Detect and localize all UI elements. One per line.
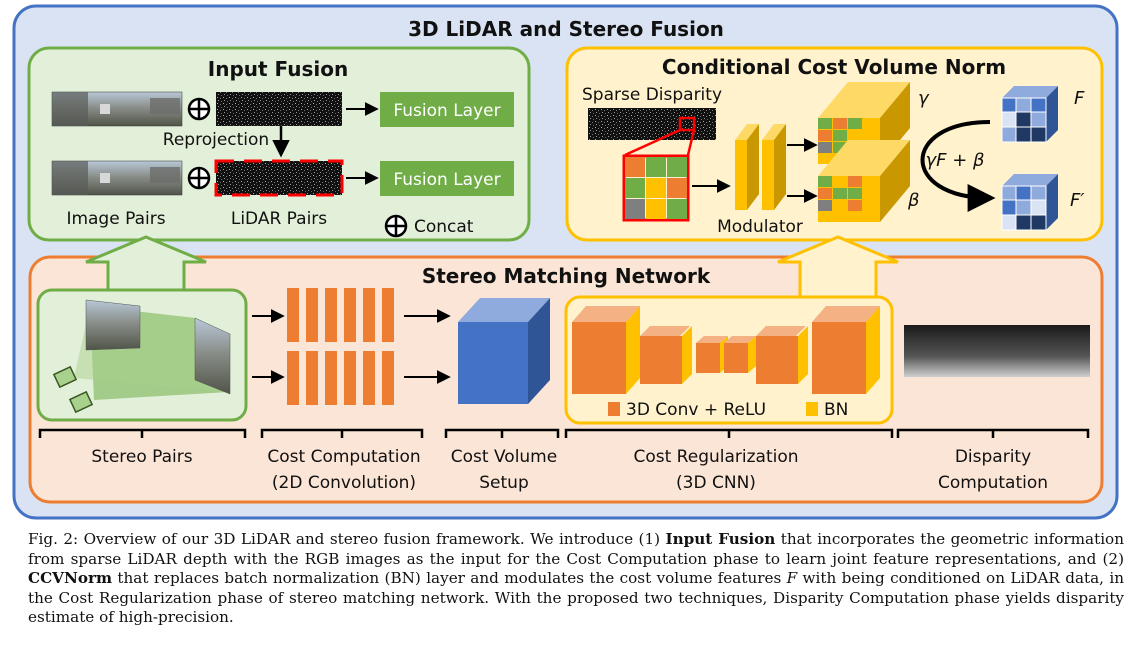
stage-sublabel-disparity: Computation <box>938 473 1048 493</box>
image-thumbnail-bottom <box>51 160 183 196</box>
lidar-grid-zoom <box>622 154 690 222</box>
stage-label-disparity: Disparity <box>955 447 1031 467</box>
modulator-label: Modulator <box>717 217 803 237</box>
concat-legend-label: Concat <box>414 217 474 237</box>
stereo-cameras-illustration <box>74 299 231 400</box>
conv-legend-swatch <box>608 402 620 416</box>
beta-label: β <box>907 190 920 211</box>
fusion-layer-bottom-label: Fusion Layer <box>393 170 500 190</box>
stage-sublabel-cost-computation: (2D Convolution) <box>272 473 416 493</box>
camera-icon <box>52 365 94 414</box>
stage-sublabel-cost-regularization: (3D CNN) <box>676 473 756 493</box>
input-fusion-title: Input Fusion <box>208 57 348 81</box>
zoom-box <box>678 116 696 132</box>
feature-cube-F-prime <box>1001 174 1058 231</box>
concat-plus-icon <box>187 97 211 121</box>
concat-plus-icon <box>187 166 211 190</box>
beta-volume <box>818 140 910 222</box>
caption-bold-ccvnorm: CCVNorm <box>28 569 113 588</box>
cost-volume-cube <box>458 298 550 404</box>
fusion-layer-bottom <box>380 161 514 196</box>
stereo-network-title: Stereo Matching Network <box>422 264 711 288</box>
bn-legend-label: BN <box>824 400 848 420</box>
figure-caption: Fig. 2: Overview of our 3D LiDAR and ste… <box>28 530 1124 628</box>
cnn-3d-blocks <box>572 306 880 394</box>
caption-text: that incorporates the geometric informat… <box>28 530 1124 568</box>
F-prime-label: F′ <box>1070 190 1084 211</box>
lidar-pairs-label: LiDAR Pairs <box>231 209 327 229</box>
main-title: 3D LiDAR and Stereo Fusion <box>408 17 724 41</box>
stage-sublabel-cost-volume: Setup <box>479 473 528 493</box>
stage-label-cost-computation: Cost Computation <box>267 447 420 467</box>
lidar-thumbnail-top <box>216 92 342 126</box>
disparity-map-output <box>904 325 1090 377</box>
lidar-thumbnail-bottom <box>214 159 344 197</box>
zoom-line <box>686 129 696 156</box>
sparse-disparity-thumbnail <box>588 108 716 140</box>
modulator-block <box>735 124 759 210</box>
modulation-formula: γF + β <box>925 150 984 171</box>
image-pairs-label: Image Pairs <box>66 209 165 229</box>
ccvnorm-title: Conditional Cost Volume Norm <box>662 55 1006 79</box>
conv-legend-label: 3D Conv + ReLU <box>626 400 766 420</box>
stage-label-cost-volume: Cost Volume <box>451 447 557 467</box>
caption-label: Fig. 2: <box>28 530 79 548</box>
caption-text: with being conditioned on LiDAR data, in… <box>28 569 1124 627</box>
F-label: F <box>1074 88 1085 109</box>
fusion-layer-top <box>380 92 514 127</box>
bn-legend-swatch <box>806 402 818 416</box>
modulation-arrow-icon <box>920 120 996 212</box>
stage-label-cost-regularization: Cost Regularization <box>633 447 798 467</box>
caption-text: that replaces batch normalization (BN) l… <box>112 569 787 588</box>
fusion-layer-top-label: Fusion Layer <box>393 101 500 121</box>
framework-diagram: 3D LiDAR and Stereo Fusion Input Fusion … <box>12 4 1119 520</box>
modulator-block <box>762 124 786 210</box>
cost-computation-layers <box>287 288 394 405</box>
up-arrow-input-fusion-icon <box>85 235 207 292</box>
stage-label-stereo-pairs: Stereo Pairs <box>91 447 192 467</box>
caption-math-F: F <box>786 569 798 588</box>
caption-bold-input-fusion: Input Fusion <box>665 530 776 548</box>
feature-cube-F <box>1001 86 1058 143</box>
zoom-line <box>624 128 681 157</box>
reprojection-label: Reprojection <box>163 130 269 150</box>
image-thumbnail-top <box>51 91 183 127</box>
stage-brackets <box>38 428 1090 438</box>
concat-legend-icon <box>384 214 408 238</box>
caption-text: Overview of our 3D LiDAR and stereo fusi… <box>78 530 666 548</box>
gamma-label: γ <box>918 88 930 109</box>
sparse-disparity-label: Sparse Disparity <box>582 85 722 105</box>
